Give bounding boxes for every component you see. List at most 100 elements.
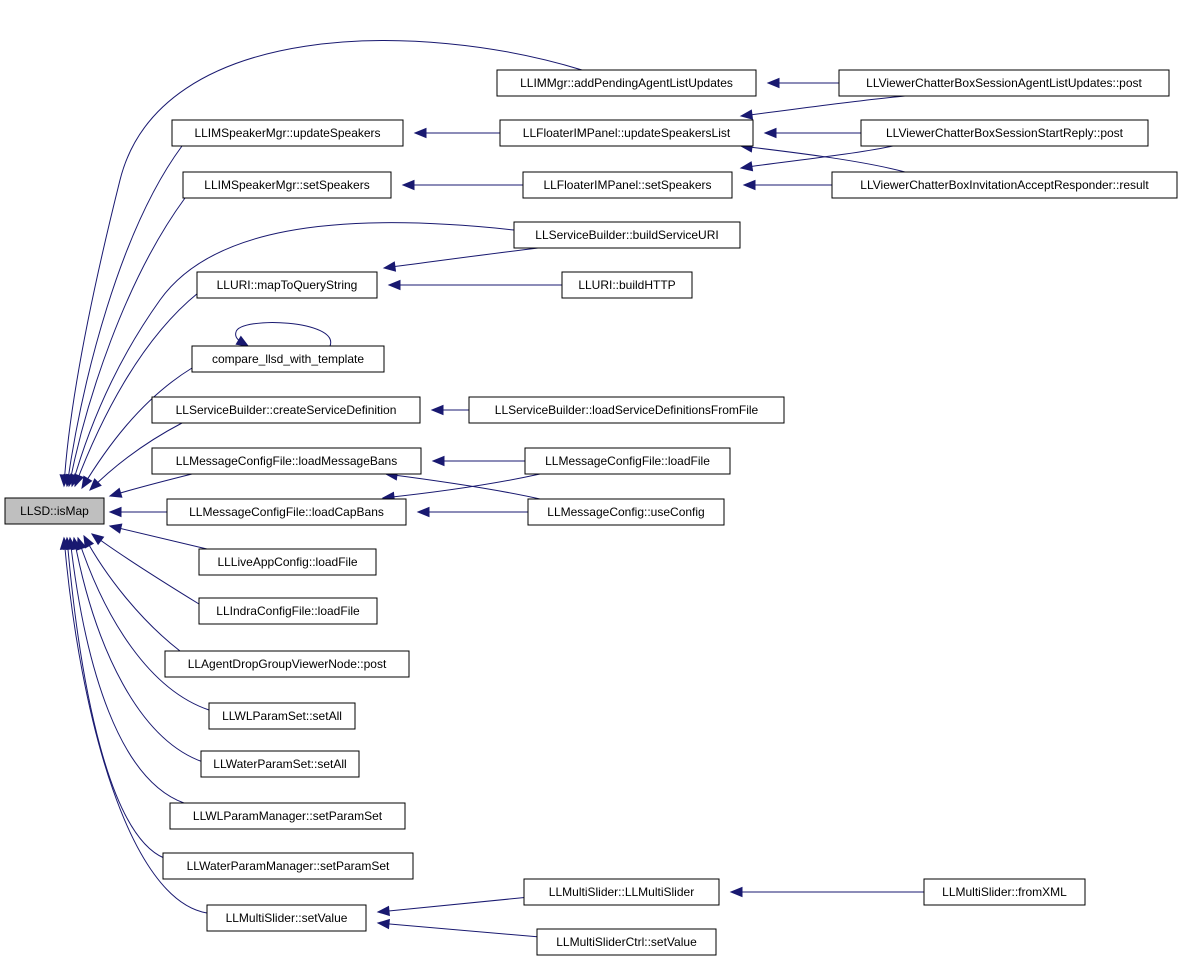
arrow-head — [742, 179, 756, 191]
node-label: LLIndraConfigFile::loadFile — [216, 604, 360, 618]
node-panelSetSpeakers[interactable]: LLFloaterIMPanel::setSpeakers — [522, 171, 733, 199]
node-label: LLIMSpeakerMgr::updateSpeakers — [194, 126, 380, 140]
arrow-head — [108, 506, 122, 518]
node-box — [468, 396, 785, 424]
arrow-head — [74, 473, 84, 488]
edge-line — [74, 292, 199, 487]
arrow-head — [763, 127, 777, 139]
edge-msgCfgLoadFile-to-loadCapBans — [381, 473, 541, 502]
node-startReplyPost[interactable]: LLViewerChatterBoxSessionStartReply::pos… — [860, 119, 1149, 147]
edge-compareLlsd-to-compareLlsd — [235, 322, 331, 347]
edge-startReplyPost-to-updateSpeakersList — [763, 127, 861, 139]
edge-sliderCtor-to-sliderSetValue — [376, 895, 541, 917]
edge-line — [77, 537, 210, 711]
edge-setSpeakers-to-isMap — [66, 197, 186, 488]
node-mapToQuery[interactable]: LLURI::mapToQueryString — [196, 271, 378, 299]
edge-line — [235, 322, 331, 347]
node-updateSpeakers[interactable]: LLIMSpeakerMgr::updateSpeakers — [171, 119, 404, 147]
node-msgCfgLoadFile[interactable]: LLMessageConfigFile::loadFile — [524, 447, 731, 475]
edge-loadCapBans-to-isMap — [108, 506, 167, 518]
edge-updateSpeakersList-to-updateSpeakers — [413, 127, 500, 139]
edge-agentListPost-to-updateSpeakersList — [739, 95, 906, 120]
node-loadServiceDefs[interactable]: LLServiceBuilder::loadServiceDefinitions… — [468, 396, 785, 424]
node-box — [208, 702, 356, 730]
edge-line — [377, 895, 541, 913]
edge-line — [66, 537, 165, 859]
node-waterSetParamSet[interactable]: LLWaterParamManager::setParamSet — [162, 852, 414, 880]
node-sliderCtor[interactable]: LLMultiSlider::LLMultiSlider — [523, 878, 720, 906]
node-box — [923, 878, 1086, 906]
node-box — [196, 271, 378, 299]
node-box — [198, 597, 378, 625]
edge-line — [109, 525, 208, 550]
node-indraLoad[interactable]: LLIndraConfigFile::loadFile — [198, 597, 378, 625]
node-sliderCtrlSetValue[interactable]: LLMultiSliderCtrl::setValue — [536, 928, 717, 956]
node-label: LLServiceBuilder::buildServiceURI — [535, 228, 718, 242]
edge-line — [740, 145, 906, 173]
edge-sliderFromXML-to-sliderCtor — [729, 886, 924, 898]
node-box — [162, 852, 414, 880]
edge-line — [109, 473, 193, 497]
node-setSpeakers[interactable]: LLIMSpeakerMgr::setSpeakers — [182, 171, 392, 199]
arrow-head — [108, 523, 123, 534]
edge-wlSetAll-to-isMap — [76, 536, 210, 711]
arrow-head — [89, 478, 102, 491]
node-agentListPost[interactable]: LLViewerChatterBoxSessionAgentListUpdate… — [838, 69, 1170, 97]
node-createServiceDef[interactable]: LLServiceBuilder::createServiceDefinitio… — [151, 396, 421, 424]
edge-updateSpeakers-to-isMap — [63, 145, 183, 488]
node-label: LLAgentDropGroupViewerNode::post — [188, 657, 387, 671]
node-box — [523, 878, 720, 906]
node-box — [499, 119, 754, 147]
edge-compareLlsd-to-isMap — [81, 367, 193, 490]
node-box — [166, 498, 407, 526]
node-label: LLMultiSlider::setValue — [226, 911, 348, 925]
node-box — [151, 447, 422, 475]
node-label: LLIMSpeakerMgr::setSpeakers — [204, 178, 369, 192]
node-loadCapBans[interactable]: LLMessageConfigFile::loadCapBans — [166, 498, 407, 526]
node-box — [522, 171, 733, 199]
node-label: LLWaterParamManager::setParamSet — [187, 859, 390, 873]
edge-line — [385, 473, 541, 500]
node-updateSpeakersList[interactable]: LLFloaterIMPanel::updateSpeakersList — [499, 119, 754, 147]
node-isMap[interactable]: LLSD::isMap — [4, 497, 105, 525]
node-wlSetAll[interactable]: LLWLParamSet::setAll — [208, 702, 356, 730]
node-dropGroupPost[interactable]: LLAgentDropGroupViewerNode::post — [164, 650, 410, 678]
node-buildServiceURI[interactable]: LLServiceBuilder::buildServiceURI — [513, 221, 741, 249]
node-addPending[interactable]: LLIMMgr::addPendingAgentListUpdates — [496, 69, 757, 97]
node-waterSetAll[interactable]: LLWaterParamSet::setAll — [200, 750, 360, 778]
node-box — [171, 119, 404, 147]
nodes-layer: LLSD::isMap LLIMMgr::addPendingAgentListU… — [4, 69, 1178, 956]
node-compareLlsd[interactable]: compare_llsd_with_template — [191, 345, 385, 373]
node-label: LLViewerChatterBoxSessionStartReply::pos… — [886, 126, 1124, 140]
arrow-head — [739, 161, 754, 172]
node-box — [151, 396, 421, 424]
node-sliderFromXML[interactable]: LLMultiSlider::fromXML — [923, 878, 1086, 906]
edge-line — [740, 95, 906, 117]
edge-line — [377, 922, 541, 938]
node-label: LLMessageConfigFile::loadFile — [545, 454, 710, 468]
node-sliderSetValue[interactable]: LLMultiSlider::setValue — [206, 904, 367, 932]
node-box — [164, 650, 410, 678]
node-buildHTTP[interactable]: LLURI::buildHTTP — [561, 271, 693, 299]
node-wlSetParamSet[interactable]: LLWLParamManager::setParamSet — [169, 802, 406, 830]
arrow-head — [235, 335, 250, 347]
arrow-head — [376, 918, 390, 930]
node-label: LLFloaterIMPanel::setSpeakers — [543, 178, 711, 192]
node-inviteResult[interactable]: LLViewerChatterBoxInvitationAcceptRespon… — [831, 171, 1178, 199]
arrow-head — [382, 261, 397, 272]
edge-waterSetParamSet-to-isMap — [62, 536, 165, 859]
node-useConfig[interactable]: LLMessageConfig::useConfig — [527, 498, 725, 526]
node-label: LLIMMgr::addPendingAgentListUpdates — [520, 76, 733, 90]
edge-agentListPost-to-addPending — [766, 77, 839, 89]
edge-line — [66, 145, 183, 487]
node-box — [513, 221, 741, 249]
node-label: LLWaterParamSet::setAll — [213, 757, 346, 771]
edge-sliderCtrlSetValue-to-sliderSetValue — [376, 918, 541, 938]
edge-mapToQuery-to-isMap — [74, 292, 199, 488]
edge-indraLoad-to-isMap — [90, 533, 200, 605]
node-liveAppLoad[interactable]: LLLiveAppConfig::loadFile — [198, 548, 377, 576]
node-loadMessageBans[interactable]: LLMessageConfigFile::loadMessageBans — [151, 447, 422, 475]
node-box — [191, 345, 385, 373]
node-label: LLServiceBuilder::loadServiceDefinitions… — [495, 403, 759, 417]
node-label: LLMultiSlider::LLMultiSlider — [549, 885, 694, 899]
